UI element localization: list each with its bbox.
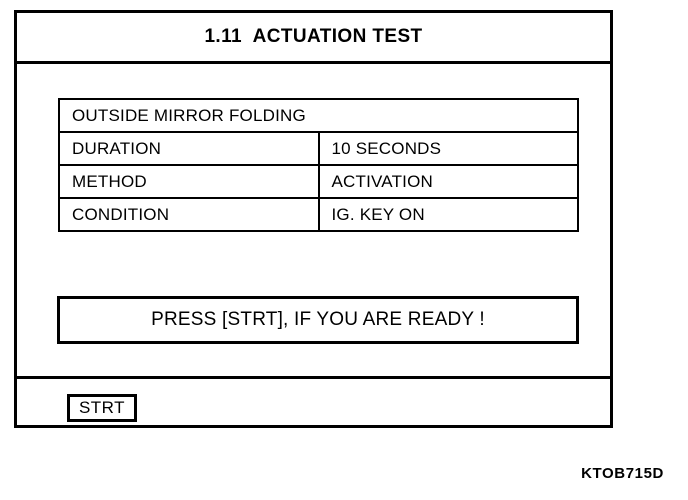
condition-value-cell: IG. KEY ON <box>317 197 579 232</box>
table-row: METHOD ACTIVATION <box>58 164 579 199</box>
scan-tool-device-frame: 1.11 ACTUATION TEST OUTSIDE MIRROR FOLDI… <box>14 10 613 428</box>
strt-button[interactable]: STRT <box>67 394 137 422</box>
duration-label-cell: DURATION <box>58 131 320 166</box>
table-row-header: OUTSIDE MIRROR FOLDING <box>58 98 579 133</box>
figure-caption: KTOB715D <box>581 465 664 482</box>
actuation-test-info-table: OUTSIDE MIRROR FOLDING DURATION 10 SECON… <box>58 98 579 232</box>
test-name-cell: OUTSIDE MIRROR FOLDING <box>58 98 579 133</box>
method-label-cell: METHOD <box>58 164 320 199</box>
prompt-message-text: PRESS [STRT], IF YOU ARE READY ! <box>151 309 485 330</box>
condition-label-cell: CONDITION <box>58 197 320 232</box>
screen-title-bar: 1.11 ACTUATION TEST <box>17 13 610 64</box>
duration-value-cell: 10 SECONDS <box>317 131 579 166</box>
prompt-message-box: PRESS [STRT], IF YOU ARE READY ! <box>57 296 579 344</box>
strt-button-label: STRT <box>78 398 126 417</box>
method-value-cell: ACTIVATION <box>317 164 579 199</box>
softkey-bar: STRT <box>17 379 610 425</box>
table-row: DURATION 10 SECONDS <box>58 131 579 166</box>
page-title: 1.11 ACTUATION TEST <box>204 26 423 47</box>
table-row: CONDITION IG. KEY ON <box>58 197 579 232</box>
screen-content-area: OUTSIDE MIRROR FOLDING DURATION 10 SECON… <box>17 64 610 379</box>
